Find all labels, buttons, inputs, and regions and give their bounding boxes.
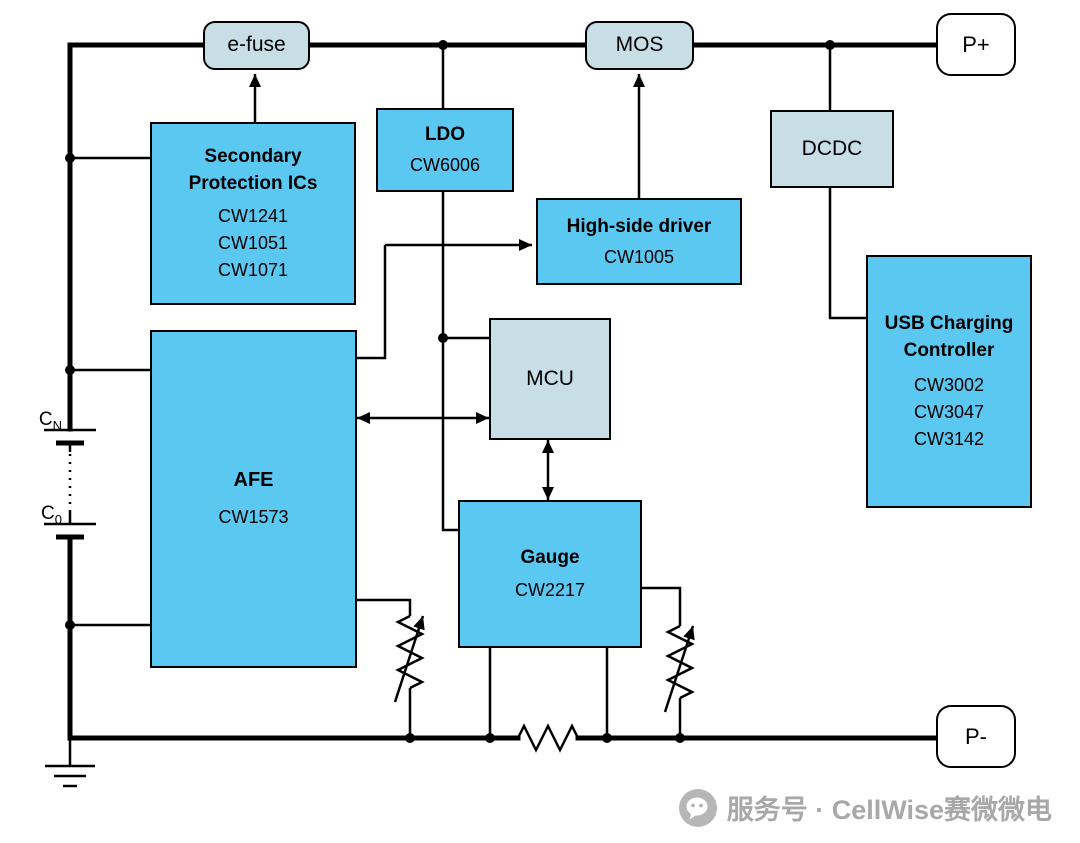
node-high-side-driver: High-side driver CW1005 xyxy=(536,198,742,285)
p-minus-label: P- xyxy=(965,723,987,749)
thermistor-1 xyxy=(357,598,425,738)
cell-top-letter: C xyxy=(38,409,53,430)
usb-charging-part: CW3047 xyxy=(913,402,985,422)
ldo-part: CW6006 xyxy=(409,155,481,175)
node-efuse: e-fuse xyxy=(203,21,310,70)
gauge-part: CW2217 xyxy=(514,580,586,600)
node-secondary-protection: Secondary Protection ICs CW1241 CW1051 C… xyxy=(150,122,356,305)
ldo-title: LDO xyxy=(424,124,466,145)
cell-bottom-sub: 0 xyxy=(54,511,62,527)
thermistor-2 xyxy=(642,586,695,738)
efuse-label: e-fuse xyxy=(227,33,286,57)
node-mcu: MCU xyxy=(489,318,611,440)
usb-charging-part: CW3002 xyxy=(913,375,985,395)
node-mos: MOS xyxy=(585,21,694,70)
mcu-label: MCU xyxy=(526,366,574,390)
dcdc-label: DCDC xyxy=(801,136,863,160)
signal-wires xyxy=(70,45,866,738)
usb-charging-part: CW3142 xyxy=(913,429,985,449)
battery-cell-label-bottom: C0 xyxy=(24,503,62,527)
terminal-p-minus: P- xyxy=(936,705,1016,768)
node-dcdc: DCDC xyxy=(770,110,894,188)
high-side-driver-title: High-side driver xyxy=(566,215,712,237)
battery-stack-symbol xyxy=(44,428,96,540)
node-gauge: Gauge CW2217 xyxy=(458,500,642,648)
afe-part: CW1573 xyxy=(218,507,289,527)
gauge-title: Gauge xyxy=(520,547,580,568)
afe-title: AFE xyxy=(233,469,274,491)
secondary-protection-part: CW1051 xyxy=(217,233,289,253)
watermark-text: 服务号 · CellWise赛微微电 xyxy=(726,795,1052,825)
mos-label: MOS xyxy=(615,33,664,57)
ground-symbol xyxy=(45,740,95,788)
secondary-protection-title: Secondary Protection ICs xyxy=(188,146,318,194)
junction-dots xyxy=(65,40,835,743)
secondary-protection-part: CW1241 xyxy=(217,206,289,226)
secondary-protection-part: CW1071 xyxy=(217,260,289,280)
high-side-driver-part: CW1005 xyxy=(603,246,675,267)
terminal-p-plus: P+ xyxy=(936,13,1016,76)
wechat-official-account-icon xyxy=(678,788,717,827)
node-usb-charging: USB Charging Controller CW3002 CW3047 CW… xyxy=(866,255,1032,508)
p-plus-label: P+ xyxy=(962,31,990,57)
node-ldo: LDO CW6006 xyxy=(376,108,514,192)
arrow-wires xyxy=(249,74,645,500)
watermark: 服务号 · CellWise赛微微电 xyxy=(678,788,1052,827)
cell-bottom-letter: C xyxy=(41,503,55,524)
cell-top-sub: N xyxy=(52,417,62,433)
usb-charging-title: USB Charging Controller xyxy=(884,313,1014,361)
node-afe: AFE CW1573 xyxy=(150,330,357,668)
sense-resistor xyxy=(516,723,580,753)
battery-cell-label-top: CN xyxy=(24,409,62,433)
